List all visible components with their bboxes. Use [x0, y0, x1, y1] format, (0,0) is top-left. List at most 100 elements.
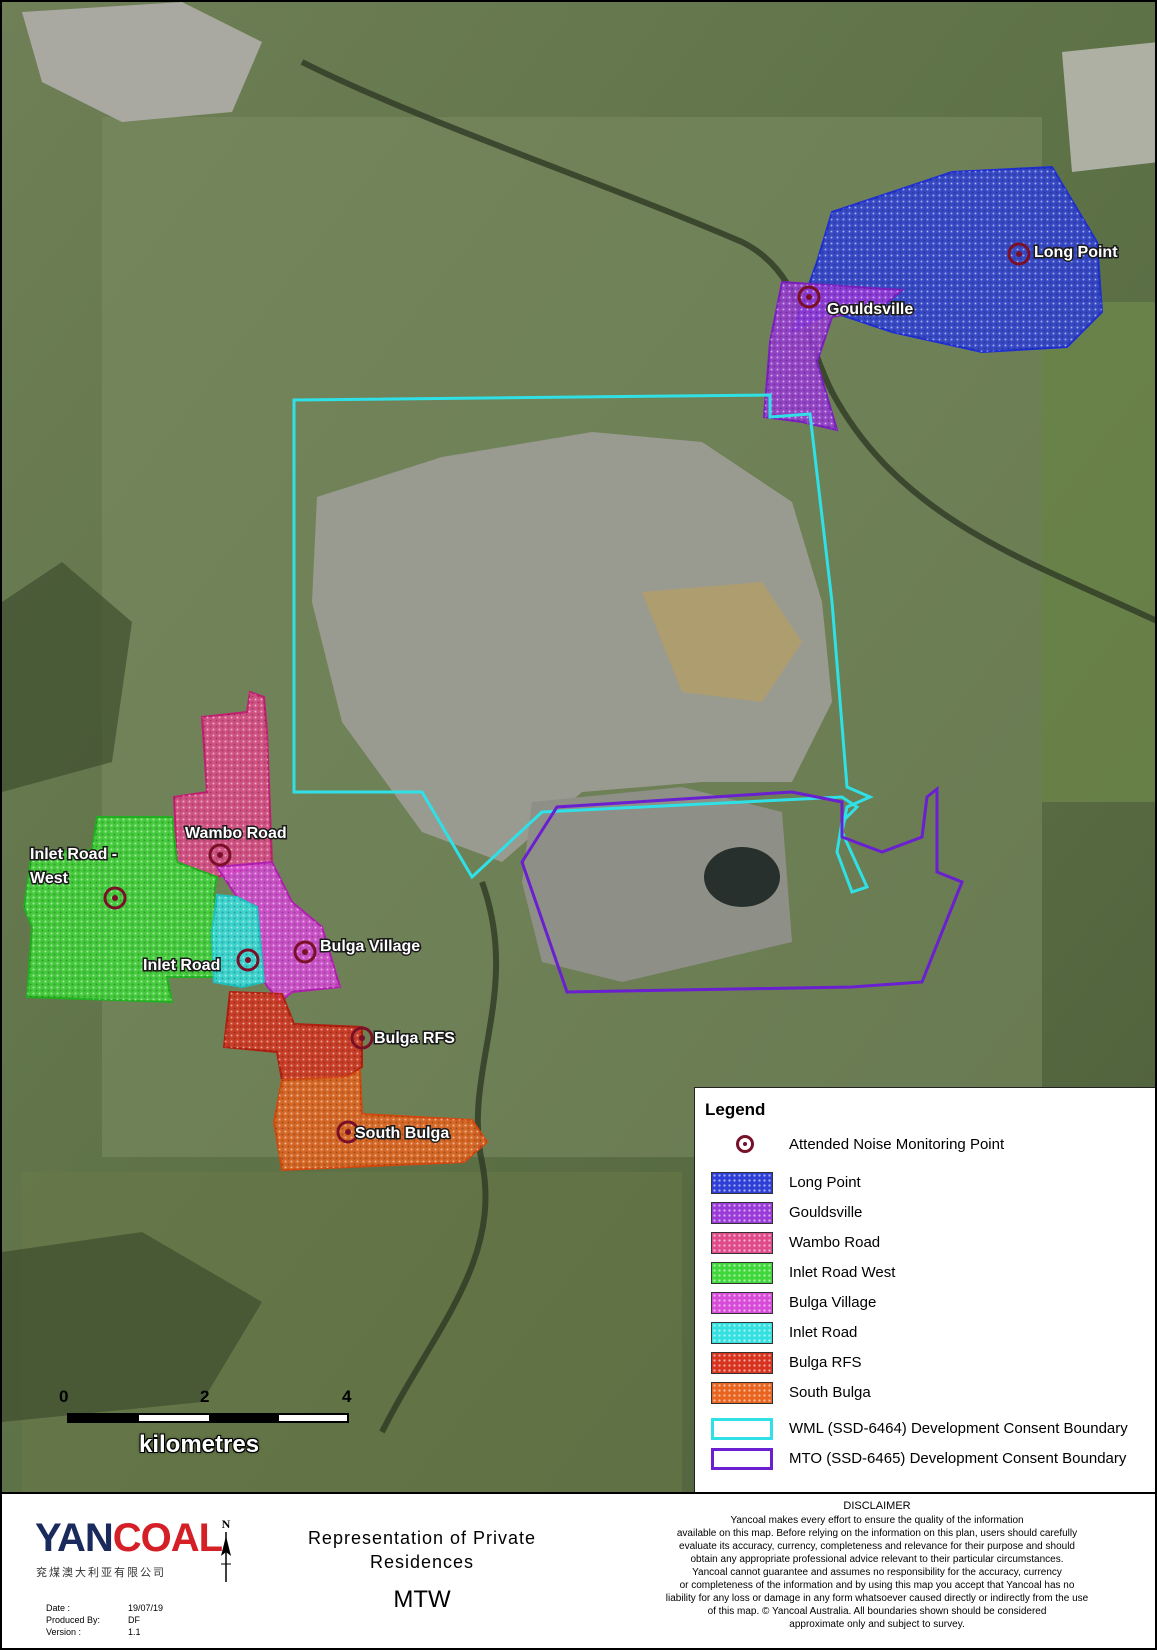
- legend-item-label: Wambo Road: [789, 1234, 881, 1251]
- legend-item: Inlet Road: [711, 1320, 1151, 1346]
- label-inlet-road-west-line2: West: [30, 870, 69, 887]
- zone-inlet-road-dots: [212, 895, 264, 987]
- legend-item: Gouldsville: [711, 1200, 1151, 1226]
- produced-by-label: Produced By:: [46, 1615, 101, 1625]
- produced-by-value: DF: [128, 1615, 140, 1625]
- disclaimer-line: or completeness of the information and b…: [679, 1580, 1075, 1591]
- disclaimer-line: approximate only and subject to survey.: [789, 1619, 965, 1630]
- yancoal-logo: YANCOAL: [35, 1516, 223, 1560]
- monitoring-point-bulga-village[interactable]: [293, 940, 317, 964]
- town-northeast: [1062, 42, 1155, 172]
- disclaimer-line: evaluate its accuracy, currency, complet…: [679, 1541, 1075, 1552]
- legend-item-label: South Bulga: [789, 1384, 871, 1401]
- disclaimer-title: DISCLAIMER: [843, 1500, 911, 1512]
- wml-consent-boundary[interactable]: [292, 393, 874, 894]
- legend-item: Bulga Village: [711, 1290, 1151, 1316]
- legend-swatch: [711, 1202, 773, 1224]
- legend-item: WML (SSD-6464) Development Consent Bound…: [711, 1416, 1151, 1442]
- north-arrow-icon: N: [221, 1517, 231, 1582]
- legend-item-label: Inlet Road: [789, 1324, 858, 1341]
- legend-item-label: WML (SSD-6464) Development Consent Bound…: [789, 1420, 1128, 1437]
- legend-swatch: [711, 1232, 773, 1254]
- legend-swatch: [711, 1172, 773, 1194]
- label-south-bulga: South Bulga: [355, 1125, 449, 1142]
- label-inlet-road: Inlet Road: [143, 957, 220, 974]
- date-value: 19/07/19: [128, 1603, 164, 1613]
- mto-consent-boundary[interactable]: [520, 785, 964, 994]
- mine-spoil-tan: [642, 582, 802, 702]
- legend-swatch: [711, 1322, 773, 1344]
- legend-title: Legend: [705, 1100, 766, 1119]
- scale-tick-2: 2: [200, 1387, 210, 1406]
- map-subtitle: MTW: [393, 1586, 451, 1613]
- monitoring-point-wambo-road[interactable]: [208, 843, 232, 867]
- version-value: 1.1: [128, 1627, 141, 1637]
- version-label: Version :: [46, 1627, 82, 1637]
- southern-mine-pit: [522, 787, 792, 982]
- label-long-point: Long Point: [1034, 244, 1118, 261]
- map-title: Representation of Private Residences: [307, 1528, 537, 1572]
- scale-tick-0: 0: [59, 1387, 69, 1406]
- disclaimer-line: liability for any loss or damage in any …: [665, 1593, 1089, 1604]
- mine-pit-northwest: [22, 2, 262, 122]
- main-mine-pit: [312, 432, 832, 862]
- label-wambo-road: Wambo Road: [185, 825, 287, 842]
- zone-bulga-rfs-dots: [224, 992, 362, 1080]
- legend-item-label: Attended Noise Monitoring Point: [789, 1136, 1005, 1153]
- farmland-east: [1042, 302, 1155, 802]
- label-inlet-road-west-line1: Inlet Road -: [30, 846, 117, 863]
- map-metadata: Date :19/07/19 Produced By:DF Version :1…: [46, 1602, 163, 1638]
- legend-item-label: MTO (SSD-6465) Development Consent Bound…: [789, 1450, 1127, 1467]
- legend-swatch: [711, 1262, 773, 1284]
- scale-tick-4: 4: [342, 1387, 352, 1406]
- dark-hills-south: [2, 1232, 262, 1422]
- disclaimer-text: Yancoal makes every effort to ensure the…: [602, 1514, 1152, 1631]
- monitoring-point-south-bulga[interactable]: [336, 1120, 360, 1144]
- scale-bar: 0 2 4 kilometres: [57, 1387, 357, 1477]
- disclaimer-line: available on this map. Before relying on…: [676, 1528, 1078, 1539]
- legend-item-label: Bulga Village: [789, 1294, 877, 1311]
- legend-item: Wambo Road: [711, 1230, 1151, 1256]
- legend-item-label: Gouldsville: [789, 1204, 863, 1221]
- legend-swatch: [711, 1448, 773, 1470]
- svg-text:N: N: [222, 1517, 231, 1531]
- legend-swatch: [711, 1292, 773, 1314]
- legend-swatch: [711, 1382, 773, 1404]
- monitoring-point-bulga-rfs[interactable]: [350, 1026, 374, 1050]
- legend-item: Bulga RFS: [711, 1350, 1151, 1376]
- legend-item-label: Bulga RFS: [789, 1354, 862, 1371]
- logo-chinese-name: 兖煤澳大利亚有限公司: [36, 1567, 166, 1579]
- legend-item-label: Inlet Road West: [789, 1264, 896, 1281]
- legend-item: MTO (SSD-6465) Development Consent Bound…: [711, 1446, 1151, 1472]
- monitoring-point-inlet-road-west[interactable]: [103, 886, 127, 910]
- mine-water-void: [704, 847, 780, 907]
- zone-south-bulga-dots: [274, 1070, 487, 1170]
- dark-hills: [2, 562, 132, 792]
- legend-item: Attended Noise Monitoring Point: [711, 1132, 1151, 1158]
- legend-item: Long Point: [711, 1170, 1151, 1196]
- aerial-map[interactable]: Long Point Gouldsville Wambo Road Inlet …: [2, 2, 1157, 1492]
- label-bulga-rfs: Bulga RFS: [374, 1030, 455, 1047]
- legend-swatch: [711, 1418, 773, 1440]
- monitoring-point-long-point[interactable]: [1007, 242, 1031, 266]
- disclaimer-line: Yancoal cannot guarantee and assumes no …: [692, 1567, 1062, 1578]
- zone-wambo-road-dots: [174, 692, 272, 877]
- monitoring-point-icon: [736, 1135, 754, 1153]
- legend-item: Inlet Road West: [711, 1260, 1151, 1286]
- legend-item: South Bulga: [711, 1380, 1151, 1406]
- map-area[interactable]: Long Point Gouldsville Wambo Road Inlet …: [2, 2, 1157, 1492]
- disclaimer-line: Yancoal makes every effort to ensure the…: [730, 1515, 1024, 1526]
- label-gouldsville: Gouldsville: [827, 301, 913, 318]
- monitoring-point-inlet-road[interactable]: [236, 948, 260, 972]
- river-south: [379, 880, 500, 1434]
- legend-item-label: Long Point: [789, 1174, 861, 1191]
- zone-gouldsville-dots: [764, 282, 902, 430]
- scale-unit: kilometres: [139, 1431, 260, 1458]
- footer-panel: YANCOAL 兖煤澳大利亚有限公司 N Date :19/07/19 Prod…: [2, 1492, 1155, 1648]
- label-bulga-village: Bulga Village: [320, 938, 420, 955]
- zone-inlet-road-west-dots: [24, 817, 217, 1002]
- monitoring-point-gouldsville[interactable]: [797, 285, 821, 309]
- disclaimer-line: obtain any appropriate professional advi…: [690, 1554, 1064, 1565]
